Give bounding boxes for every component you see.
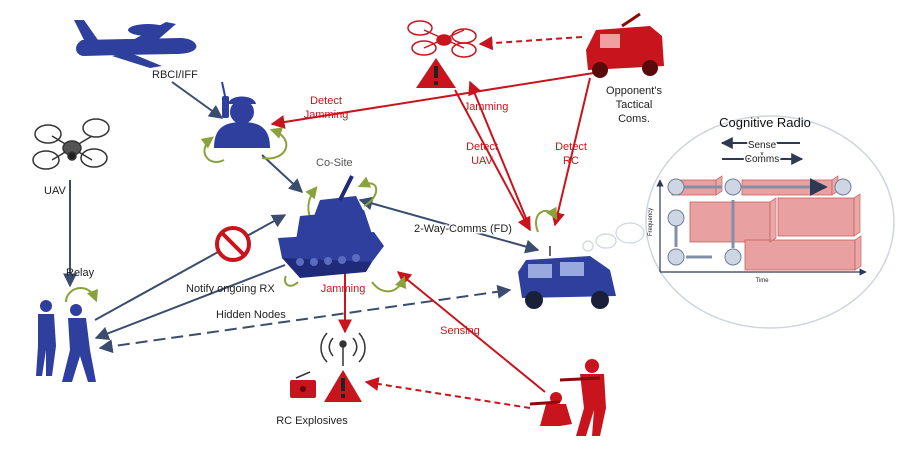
threat-links (270, 36, 601, 409)
antenna-icon (320, 332, 366, 366)
times-label: x (760, 151, 764, 158)
jamming-bottom-label: Jamming (321, 283, 366, 295)
sensing-label: Sensing (440, 325, 480, 337)
frequency-axis-label: Frequency (648, 208, 654, 236)
drone-icon (32, 118, 110, 170)
state-node (667, 209, 685, 227)
notify-ongoing-rx-label: Notify ongoing RX (186, 283, 275, 295)
enemy-drone-icon (407, 20, 477, 58)
state-node (667, 248, 685, 266)
friendly-links (63, 81, 540, 354)
enemy-truck-icon (586, 12, 664, 78)
state-node (667, 178, 685, 196)
co-site-label: Co-Site (316, 157, 353, 169)
detect-rc-label-line2: RC (563, 155, 579, 167)
military-vehicle-icon (518, 246, 616, 309)
two-way-comms-arrow (358, 196, 540, 254)
explosive-box-icon (290, 371, 316, 398)
detect-jamming-arrow (270, 71, 601, 129)
sense-label: Sense (748, 140, 777, 151)
detect-jamming-label-line2: Jamming (304, 109, 349, 121)
self-interference-loops (65, 127, 558, 303)
soldiers-icon (36, 300, 96, 382)
jamming-top-label: Jamming (464, 101, 509, 113)
detect-uav-label-line2: UAV (471, 155, 493, 167)
soldier-radio-icon (214, 81, 270, 148)
warning-triangle-icon (324, 370, 362, 402)
two-way-comms-label: 2-Way-Comms (FD) (414, 223, 512, 235)
detect-rc-arrow (551, 77, 591, 227)
rc-explosives-label: RC Explosives (276, 415, 348, 427)
cognitive-radio-title: Cognitive Radio (719, 115, 811, 130)
warning-triangle-icon (416, 58, 456, 88)
detect-rc-label-line1: Detect (555, 141, 587, 153)
relay-label: Relay (66, 267, 95, 279)
jamming-top-arrow (468, 80, 531, 229)
hidden-nodes-label: Hidden Nodes (216, 309, 286, 321)
sensing-arrow (396, 271, 546, 393)
spectrum-block (777, 197, 855, 237)
aircraft-icon (74, 20, 197, 68)
tank-icon (278, 175, 384, 278)
spectrum-block (744, 239, 856, 271)
comms-label: Comms (745, 154, 779, 165)
notify-rx-arrow (94, 264, 286, 340)
no-entry-icon (215, 226, 251, 262)
enemy-uav-dashed-arrow (478, 36, 583, 51)
state-node (724, 178, 742, 196)
uav-label: UAV (44, 185, 66, 197)
opponent-label-line3: Coms. (618, 113, 650, 125)
cognitive-radio-bubble: Cognitive Radio Sense x Comms Frequency … (582, 115, 895, 329)
spectrum-block (689, 201, 771, 243)
opponent-label-line1: Opponent's (606, 85, 662, 97)
detect-uav-label-line1: Detect (466, 141, 498, 153)
detect-uav-arrow (454, 89, 531, 232)
soldiers-to-tank-arrow (94, 214, 287, 321)
state-node (724, 248, 742, 266)
spectrum-chart: Frequency Time (648, 175, 867, 284)
time-axis-label: Time (755, 278, 769, 284)
rc-explosive-dashed-arrow (364, 377, 531, 409)
rbci-iff-label: RBCI/IFF (152, 69, 198, 81)
state-node (834, 178, 852, 196)
rbci-iff-arrow (171, 81, 224, 119)
enemy-soldiers-icon (529, 359, 606, 436)
opponent-label-line2: Tactical (616, 99, 653, 111)
soldier-to-tank-arrow (261, 154, 304, 193)
detect-jamming-label-line1: Detect (310, 95, 342, 107)
hidden-nodes-arrow (98, 284, 512, 354)
